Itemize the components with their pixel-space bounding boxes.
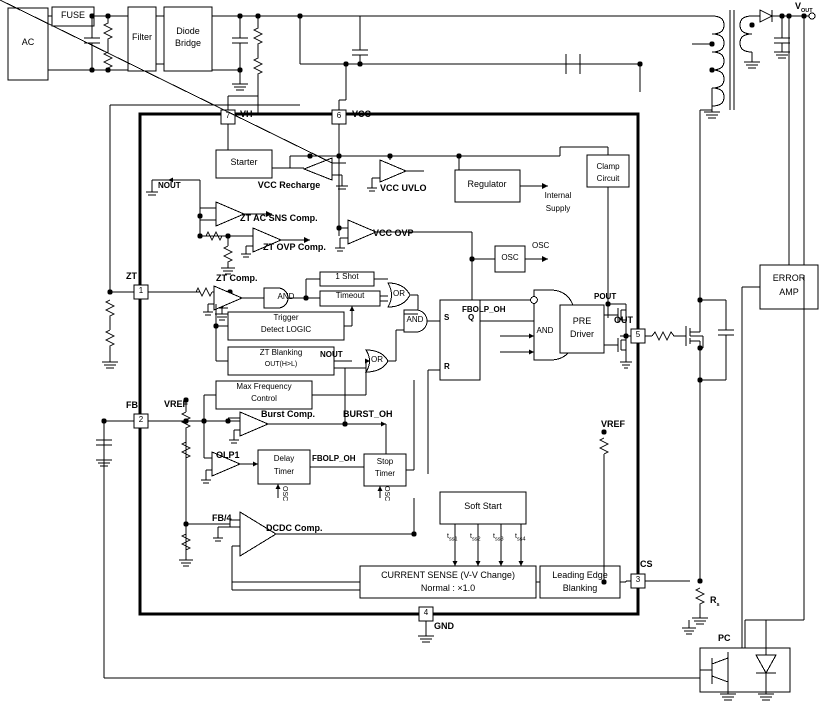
comparator-zt-comp-label: ZT Comp. (216, 273, 258, 283)
signal-pout-label: POUT (594, 292, 617, 301)
gate-or-lower-label: OR (371, 355, 383, 364)
internal-supply-label-2: Supply (545, 204, 571, 213)
signal-vref-top-label: VREF (164, 399, 189, 409)
pin-number-1: 1 (138, 286, 144, 295)
comparator-burst-label: Burst Comp. (261, 409, 315, 419)
gate-and-set-label: AND (406, 315, 424, 324)
pin-label-vcc: VCC (352, 109, 372, 119)
vout-label: VOUT (795, 1, 813, 14)
signal-fbolp-oh-timer-label: FBOLP_OH (312, 454, 356, 463)
block-current-sense-label-1: CURRENT SENSE (V-V Change) (381, 570, 515, 580)
block-timeout-label: Timeout (335, 291, 365, 300)
comparator-olp1-label: OLP1 (216, 450, 240, 460)
signal-osc-out-label: OSC (532, 241, 550, 250)
pin-label-out: OUT (614, 315, 633, 325)
signal-nout-blanking-label: NOUT (320, 350, 343, 359)
comparator-vcc-uvlo-label: VCC UVLO (380, 183, 427, 193)
block-clamp-circuit-label-1: Clamp (596, 162, 620, 171)
latch-reset-label: R (444, 362, 450, 371)
latch-set-label: S (444, 313, 450, 322)
signal-fbolp-oh-latch-label: FBOLP_OH (462, 305, 506, 314)
pin-number-5: 5 (635, 330, 641, 339)
block-trigger-detect-label-1: Trigger (273, 313, 299, 322)
comparator-zt-ac-sns-label: ZT AC SNS Comp. (240, 213, 318, 223)
signal-burst-oh-label: BURST_OH (343, 409, 393, 419)
gate-and-zt-label: AND (277, 292, 295, 301)
pin-number-7: 7 (225, 111, 231, 120)
pin-label-vh: VH (240, 109, 253, 119)
block-clamp-circuit-label-2: Circuit (596, 174, 620, 183)
gate-and-driver-label: AND (536, 326, 554, 335)
pin-label-fb: FB (126, 400, 138, 410)
block-current-sense-label-2: Normal : ×1.0 (420, 583, 476, 593)
comparator-dcdc-label: DCDC Comp. (266, 523, 323, 533)
block-delay-timer-label-1: Delay (273, 454, 295, 463)
diode-bridge-label-2: Bridge (174, 38, 202, 48)
comparator-zt-ovp-label: ZT OVP Comp. (263, 242, 326, 252)
pin-number-3: 3 (635, 575, 641, 584)
filter-label: Filter (132, 32, 152, 42)
sense-resistor-label: Rs (710, 595, 720, 608)
block-pre-driver-label-1: PRE (572, 316, 592, 326)
signal-fb-div4-label: FB/4 (212, 513, 232, 523)
signal-nout-top-label: NOUT (158, 181, 181, 190)
pin-label-gnd: GND (434, 621, 454, 631)
block-delay-timer-label-2: Timer (273, 467, 295, 476)
fuse-label: FUSE (60, 10, 86, 20)
block-max-freq-label-1: Max Frequency (236, 382, 292, 391)
block-leading-edge-label-1: Leading Edge (552, 570, 608, 580)
block-regulator-label: Regulator (467, 179, 507, 189)
block-zt-blanking-label-2: OUT(H>L) (264, 361, 298, 368)
pin-label-cs: CS (640, 559, 653, 569)
block-stop-timer-label-1: Stop (376, 457, 394, 466)
gate-or-timeout-label: OR (393, 289, 405, 298)
block-stop-timer-label-2: Timer (374, 469, 396, 478)
block-osc-label: OSC (501, 253, 519, 262)
soft-start-tap-4: tss4 (515, 533, 526, 543)
block-one-shot-label: 1 Shot (335, 272, 359, 281)
soft-start-tap-3: tss3 (493, 533, 504, 543)
error-amp-label-1: ERROR (772, 273, 806, 283)
signal-osc-delay-label: OSC (281, 486, 288, 502)
block-leading-edge-label-2: Blanking (562, 583, 598, 593)
pin-number-4: 4 (423, 608, 429, 617)
signal-vref-bottom-label: VREF (601, 419, 626, 429)
block-starter-label: Starter (230, 157, 258, 167)
pin-number-6: 6 (336, 111, 342, 120)
block-pre-driver-label-2: Driver (570, 329, 594, 339)
signal-osc-stop-label: OSC (383, 486, 390, 502)
error-amp-label-2: AMP (779, 287, 799, 297)
comparator-vcc-recharge-label: VCC Recharge (257, 180, 321, 190)
pin-number-2: 2 (138, 415, 144, 424)
soft-start-tap-1: tss1 (447, 533, 458, 543)
block-soft-start-label: Soft Start (464, 501, 502, 511)
block-trigger-detect-label-2: Detect LOGIC (260, 325, 312, 334)
diode-bridge-label-1: Diode (176, 26, 200, 36)
soft-start-tap-2: tss2 (470, 533, 481, 543)
photocoupler-label: PC (718, 633, 731, 643)
latch-q-label: Q (468, 313, 475, 322)
pin-label-zt: ZT (126, 271, 137, 281)
block-zt-blanking-label-1: ZT Blanking (259, 348, 303, 357)
comparator-vcc-ovp-label: VCC OVP (373, 228, 414, 238)
internal-supply-label-1: Internal (544, 191, 572, 200)
ac-source-label: AC (21, 37, 35, 47)
block-max-freq-label-2: Control (251, 394, 277, 403)
